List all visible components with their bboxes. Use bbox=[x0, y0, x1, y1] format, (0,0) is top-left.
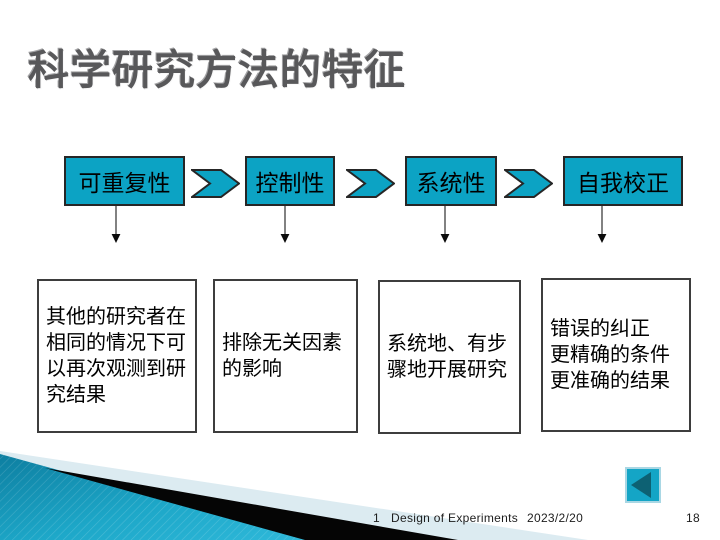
footer-page-number: 18 bbox=[686, 511, 700, 525]
chevron-right-icon bbox=[346, 169, 395, 198]
flow-box-label: 自我校正 bbox=[577, 171, 669, 196]
description-text: 错误的纠正 更精确的条件 更准确的结果 bbox=[550, 318, 670, 392]
description-text: 排除无关因素 的影响 bbox=[222, 332, 342, 380]
footer-slide-number: 1 bbox=[373, 511, 380, 525]
chevron-right-icon bbox=[504, 169, 553, 198]
back-triangle-icon bbox=[631, 472, 651, 498]
corner-swoosh-decoration bbox=[0, 451, 588, 540]
description-text: 系统地、有步 骤地开展研究 bbox=[387, 333, 507, 381]
down-arrow-icon bbox=[440, 206, 450, 243]
page-title: 科学研究方法的特征 bbox=[28, 47, 406, 93]
description-box-repeatability: 其他的研究者在 相同的情况下可 以再次观测到研 究结果 bbox=[37, 279, 197, 433]
footer-course-name: Design of Experiments bbox=[391, 511, 519, 525]
flow-box-label: 可重复性 bbox=[78, 171, 171, 196]
description-box-controllability: 排除无关因素 的影响 bbox=[213, 279, 358, 433]
down-arrow-icon bbox=[280, 206, 290, 243]
description-box-self-correction: 错误的纠正 更精确的条件 更准确的结果 bbox=[541, 278, 691, 432]
flow-box-label: 系统性 bbox=[416, 171, 486, 196]
chevron-right-icon bbox=[191, 169, 240, 198]
flow-box-controllability: 控制性 bbox=[245, 156, 335, 206]
flow-box-repeatability: 可重复性 bbox=[64, 156, 185, 206]
description-box-systematicity: 系统地、有步 骤地开展研究 bbox=[378, 280, 521, 434]
down-arrow-icon bbox=[597, 206, 607, 243]
down-arrow-icon bbox=[111, 206, 121, 243]
footer-date: 2023/2/20 bbox=[527, 511, 584, 525]
flow-box-label: 控制性 bbox=[255, 171, 325, 196]
back-button[interactable] bbox=[625, 467, 661, 503]
flow-box-self-correction: 自我校正 bbox=[563, 156, 683, 206]
description-text: 其他的研究者在 相同的情况下可 以再次观测到研 究结果 bbox=[46, 306, 186, 406]
flow-box-systematicity: 系统性 bbox=[405, 156, 497, 206]
